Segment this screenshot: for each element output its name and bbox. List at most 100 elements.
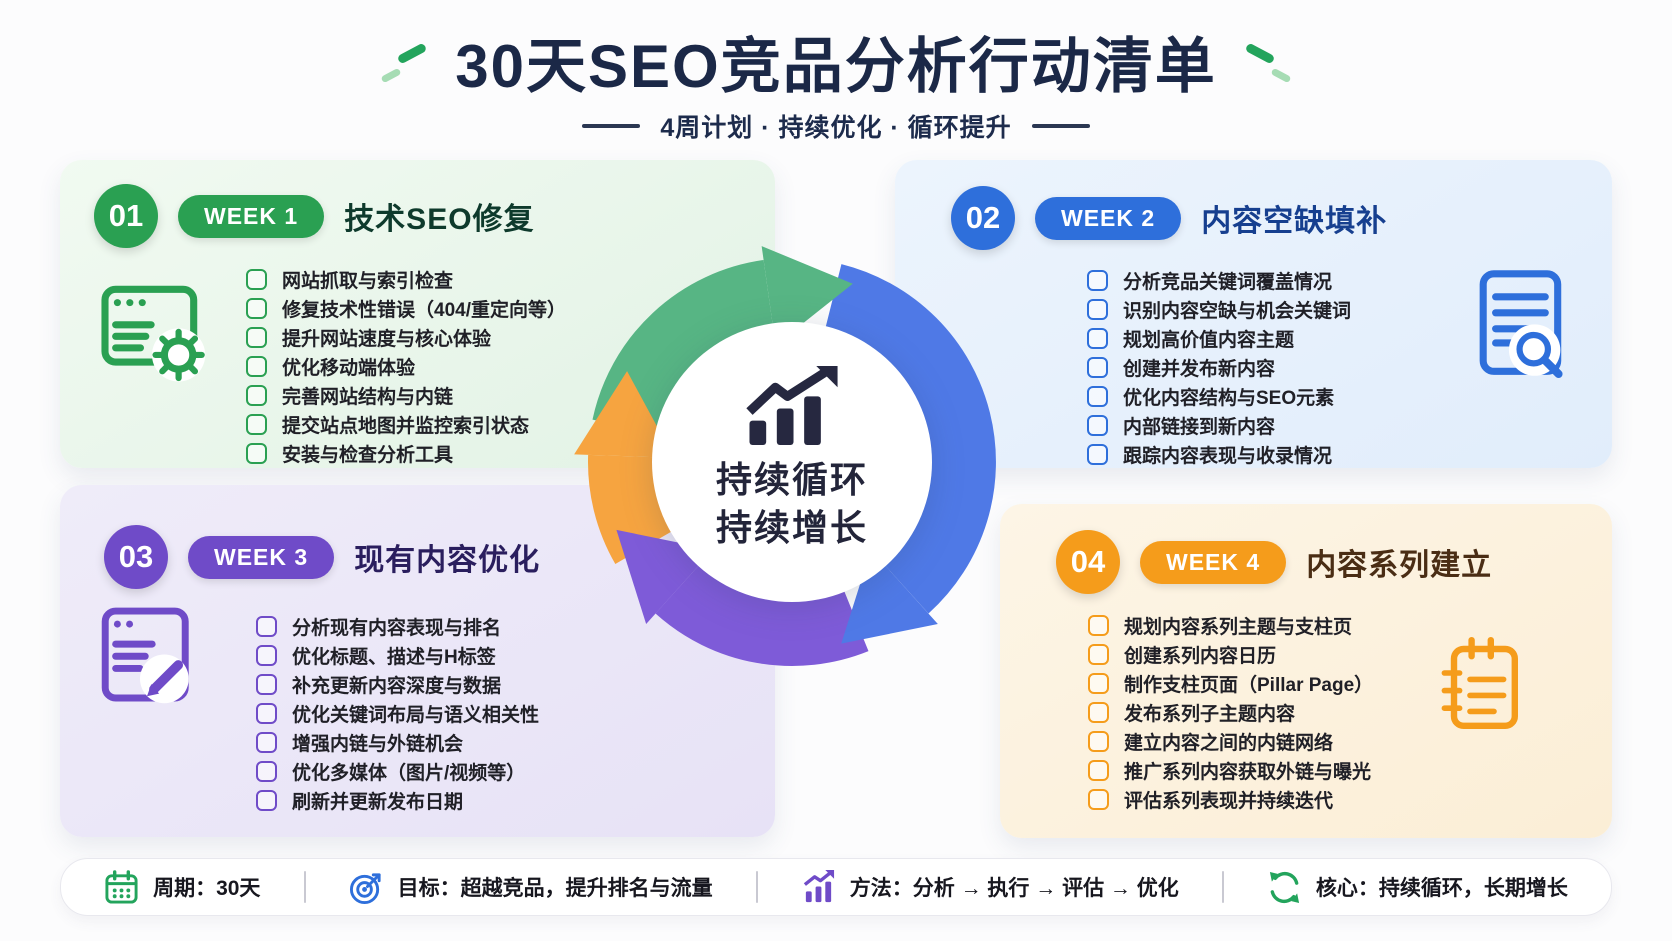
document-search-icon [1479, 270, 1563, 378]
week3-checklist: 分析现有内容表现与排名 优化标题、描述与H标签 补充更新内容深度与数据 优化关键… [256, 612, 539, 815]
cycle-center-content: 持续循环 持续增长 [672, 366, 912, 552]
checkbox[interactable] [1088, 789, 1109, 810]
checklist-item: 创建系列内容日历 [1088, 640, 1373, 669]
checkbox[interactable] [256, 761, 277, 782]
week2-number-badge: 02 [951, 186, 1015, 250]
week3-pill: WEEK 3 [188, 535, 335, 579]
checklist-item-label: 优化移动端体验 [282, 358, 416, 379]
checklist-item: 规划高价值内容主题 [1087, 324, 1351, 353]
cycle-center-circle [652, 322, 932, 602]
checkbox[interactable] [1088, 702, 1109, 723]
checklist-item-label: 提交站点地图并监控索引状态 [282, 416, 530, 437]
week2-pill: WEEK 2 [1035, 196, 1182, 240]
checkbox[interactable] [246, 443, 267, 464]
week2-card: 02 WEEK 2 内容空缺填补 分析竞品关键词覆盖情况 识别内容空缺与机会关键… [895, 160, 1612, 468]
cycle-arrow-green-icon [761, 246, 853, 346]
checklist-item-label: 规划内容系列主题与支柱页 [1124, 617, 1353, 638]
checklist-item-label: 分析现有内容表现与排名 [292, 618, 502, 639]
summary-method: 方法：分析 → 执行 → 评估 → 优化 [801, 869, 1179, 905]
checkbox[interactable] [1088, 644, 1109, 665]
goal-label: 目标：超越竞品，提升排名与流量 [397, 877, 713, 900]
checkbox[interactable] [246, 269, 267, 290]
title-decoration-right-icon [1243, 35, 1292, 89]
cycle-arc-purple [655, 559, 869, 667]
summary-period: 周期：30天 [104, 869, 260, 905]
checkbox[interactable] [246, 385, 267, 406]
checkbox[interactable] [1087, 386, 1108, 407]
checklist-item-label: 优化多媒体（图片/视频等） [292, 763, 526, 784]
checkbox[interactable] [256, 616, 277, 637]
summary-core: 核心：持续循环，长期增长 [1267, 870, 1568, 905]
checkbox[interactable] [1088, 731, 1109, 752]
checkbox[interactable] [1087, 415, 1108, 436]
checklist-item-label: 优化标题、描述与H标签 [292, 647, 496, 668]
checkbox[interactable] [246, 327, 267, 348]
subtitle-dash-left [582, 124, 641, 128]
calendar-icon [105, 869, 138, 904]
checklist-item-label: 增强内链与外链机会 [292, 734, 464, 755]
week1-number-badge: 01 [94, 184, 158, 248]
week3-card: 03 WEEK 3 现有内容优化 分析现有内容表现与排名 优化标题、描述与H标签… [60, 485, 775, 837]
subtitle-row: 4周计划 · 持续优化 · 循环提升 [0, 108, 1672, 144]
checkbox[interactable] [1087, 444, 1108, 465]
summary-bar: 周期：30天 目标：超越竞品，提升排名与流量 [60, 858, 1612, 916]
checklist-item: 发布系列子主题内容 [1088, 698, 1373, 727]
week1-checklist: 网站抓取与索引检查 修复技术性错误（404/重定向等） 提升网站速度与核心体验 … [246, 265, 566, 468]
checklist-item: 内部链接到新内容 [1087, 411, 1351, 440]
checklist-item-label: 创建系列内容日历 [1124, 646, 1277, 667]
cycle-diagram [574, 246, 996, 667]
checklist-item-label: 发布系列子主题内容 [1124, 704, 1296, 725]
checkbox[interactable] [256, 645, 277, 666]
checkbox[interactable] [256, 732, 277, 753]
browser-gear-icon [101, 285, 206, 382]
checklist-item: 完善网站结构与内链 [246, 381, 566, 410]
header: 30天SEO竞品分析行动清单 [0, 18, 1672, 105]
checkbox[interactable] [1088, 673, 1109, 694]
checkbox[interactable] [1088, 760, 1109, 781]
notebook-icon [1441, 637, 1518, 730]
checklist-item: 识别内容空缺与机会关键词 [1087, 295, 1351, 324]
week1-pill: WEEK 1 [178, 194, 325, 238]
checkbox[interactable] [256, 674, 277, 695]
checklist-item-label: 创建并发布新内容 [1123, 359, 1276, 380]
checklist-item: 补充更新内容深度与数据 [256, 670, 539, 699]
checklist-item: 优化内容结构与SEO元素 [1087, 382, 1351, 411]
checklist-item-label: 完善网站结构与内链 [282, 387, 454, 408]
checkbox[interactable] [1087, 328, 1108, 349]
week3-title: 现有内容优化 [354, 544, 541, 577]
checkbox[interactable] [1087, 270, 1108, 291]
checklist-item: 跟踪内容表现与收录情况 [1087, 440, 1351, 469]
checklist-item-label: 安装与检查分析工具 [282, 445, 454, 466]
footer-divider [755, 871, 758, 903]
checklist-item-label: 建立内容之间的内链网络 [1124, 733, 1334, 754]
subtitle-dash-right [1031, 124, 1090, 128]
checklist-item-label: 优化内容结构与SEO元素 [1123, 388, 1335, 409]
checklist-item: 优化标题、描述与H标签 [256, 641, 539, 670]
bar-chart-icon [803, 869, 834, 902]
checkbox[interactable] [1087, 357, 1108, 378]
week4-checklist: 规划内容系列主题与支柱页 创建系列内容日历 制作支柱页面（Pillar Page… [1088, 611, 1373, 814]
week3-card-header: 03 WEEK 3 现有内容优化 [104, 525, 540, 589]
checklist-item-label: 识别内容空缺与机会关键词 [1123, 301, 1352, 322]
checklist-item-label: 推广系列内容获取外链与曝光 [1124, 762, 1372, 783]
checkbox[interactable] [256, 790, 277, 811]
checkbox[interactable] [256, 703, 277, 724]
core-label: 核心：持续循环，长期增长 [1315, 877, 1568, 900]
week4-number-badge: 04 [1056, 530, 1120, 594]
refresh-icon [1269, 871, 1300, 903]
checklist-item: 分析现有内容表现与排名 [256, 612, 539, 641]
checkbox[interactable] [246, 356, 267, 377]
document-edit-icon [101, 607, 189, 704]
checkbox[interactable] [246, 298, 267, 319]
checklist-item-label: 分析竞品关键词覆盖情况 [1123, 272, 1333, 293]
center-text-line2: 持续增长 [715, 507, 868, 548]
checkbox[interactable] [246, 414, 267, 435]
checklist-item-label: 规划高价值内容主题 [1123, 330, 1295, 351]
checkbox[interactable] [1087, 299, 1108, 320]
checkbox[interactable] [1088, 615, 1109, 636]
week3-number-badge: 03 [104, 525, 168, 589]
checklist-item-label: 内部链接到新内容 [1123, 417, 1276, 438]
cycle-arc-blue [823, 264, 996, 614]
checklist-item: 评估系列表现并持续迭代 [1088, 785, 1373, 814]
